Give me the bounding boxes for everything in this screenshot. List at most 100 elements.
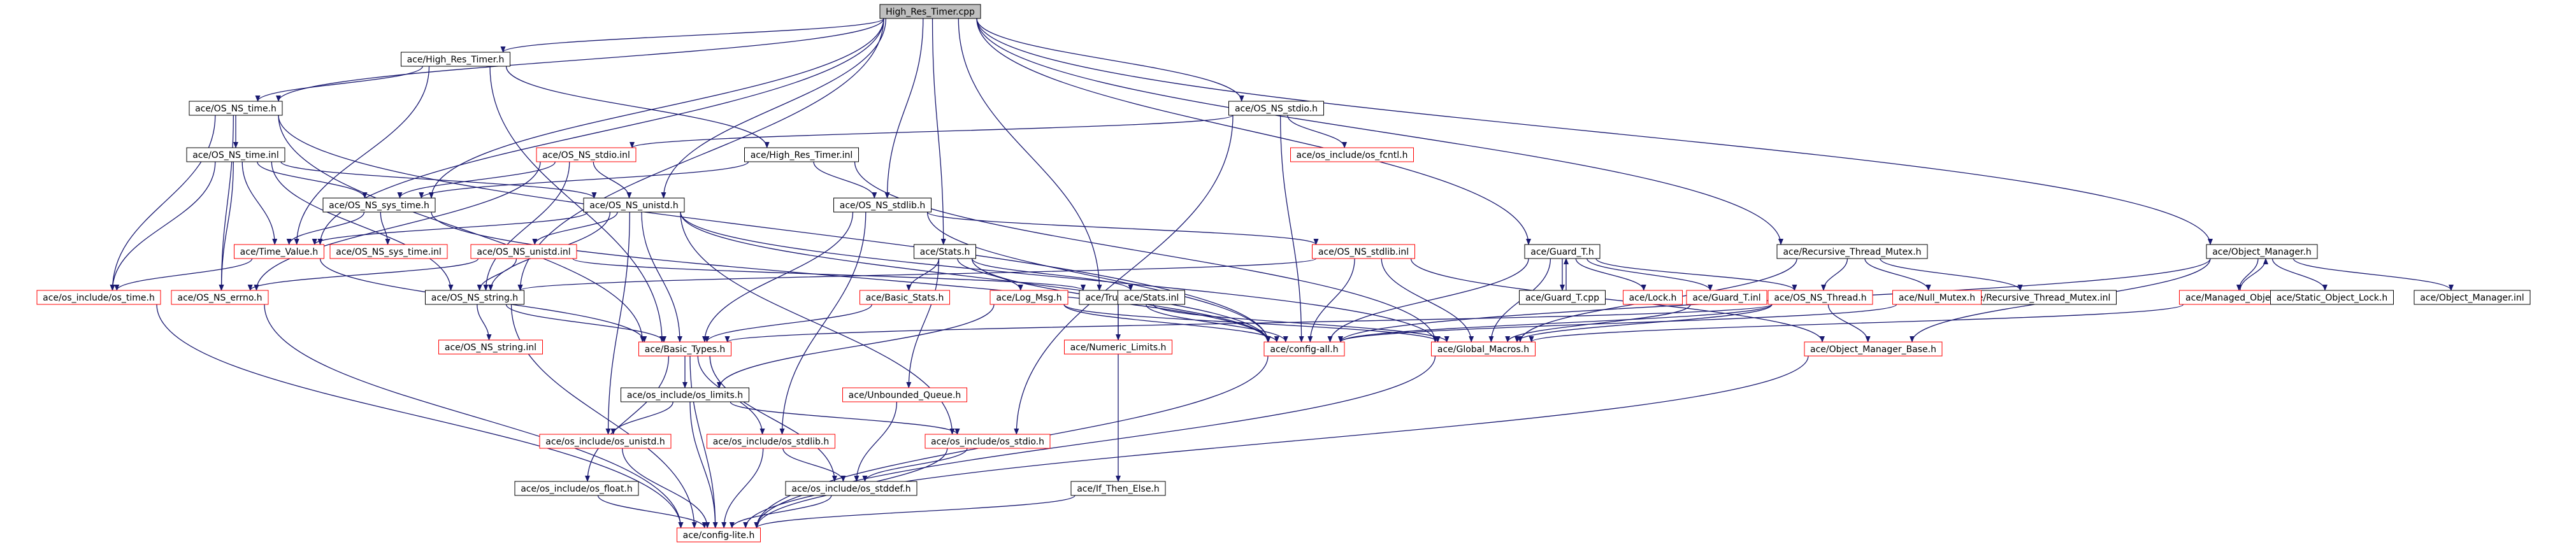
node-box[interactable] bbox=[329, 244, 448, 259]
edge-os_stdio_h-to-config_all bbox=[1279, 115, 1304, 343]
node-box[interactable] bbox=[833, 197, 932, 213]
node-log-msg[interactable]: ace/Log_Msg.h bbox=[989, 290, 1069, 305]
node-rtm-h[interactable]: ace/Recursive_Thread_Mutex.h bbox=[1776, 244, 1928, 259]
node-guard-t-cpp[interactable]: ace/Guard_T.cpp bbox=[1519, 290, 1606, 305]
node-box[interactable] bbox=[925, 434, 1051, 449]
node-box[interactable] bbox=[539, 434, 672, 449]
node-global-macros[interactable]: ace/Global_Macros.h bbox=[1431, 341, 1536, 357]
node-box[interactable] bbox=[879, 4, 981, 19]
node-sys-time-inl[interactable]: ace/OS_NS_sys_time.inl bbox=[329, 244, 448, 259]
node-box[interactable] bbox=[860, 290, 950, 305]
node-os-time-inl[interactable]: ace/OS_NS_time.inl bbox=[186, 147, 285, 162]
node-box[interactable] bbox=[1118, 290, 1185, 305]
node-box[interactable] bbox=[1892, 290, 1982, 305]
node-omb[interactable]: ace/Object_Manager_Base.h bbox=[1804, 341, 1943, 357]
node-box[interactable] bbox=[1519, 290, 1606, 305]
node-box[interactable] bbox=[1767, 290, 1873, 305]
node-basic-types[interactable]: ace/Basic_Types.h bbox=[638, 341, 731, 357]
node-box[interactable] bbox=[470, 244, 577, 259]
node-box[interactable] bbox=[621, 387, 749, 402]
node-box[interactable] bbox=[1064, 339, 1172, 355]
node-os-stdio-inl[interactable]: ace/OS_NS_stdio.inl bbox=[536, 147, 637, 162]
node-numeric-limits[interactable]: ace/Numeric_Limits.h bbox=[1064, 339, 1172, 355]
node-os-stddef[interactable]: ace/os_include/os_stddef.h bbox=[785, 481, 917, 496]
node-box[interactable] bbox=[2206, 244, 2318, 259]
node-unistd-inl[interactable]: ace/OS_NS_unistd.inl bbox=[470, 244, 577, 259]
node-box[interactable] bbox=[401, 52, 510, 67]
node-rtm-inl[interactable]: ace/Recursive_Thread_Mutex.inl bbox=[1961, 290, 2117, 305]
node-guard-t-h[interactable]: ace/Guard_T.h bbox=[1524, 244, 1601, 259]
node-hrt-inl[interactable]: ace/High_Res_Timer.inl bbox=[744, 147, 859, 162]
node-box[interactable] bbox=[842, 387, 967, 402]
node-box[interactable] bbox=[914, 244, 976, 259]
node-os-fcntl[interactable]: ace/os_include/os_fcntl.h bbox=[1290, 147, 1414, 162]
node-stats-inl[interactable]: ace/Stats.inl bbox=[1118, 290, 1185, 305]
node-null-mutex[interactable]: ace/Null_Mutex.h bbox=[1892, 290, 1982, 305]
node-box[interactable] bbox=[425, 290, 524, 305]
node-box[interactable] bbox=[322, 197, 436, 213]
node-box[interactable] bbox=[1776, 244, 1928, 259]
node-om-inl[interactable]: ace/Object_Manager.inl bbox=[2414, 290, 2531, 305]
node-os-time-inc[interactable]: ace/os_include/os_time.h bbox=[36, 290, 161, 305]
node-box[interactable] bbox=[514, 481, 639, 496]
node-box[interactable] bbox=[1623, 290, 1683, 305]
node-box[interactable] bbox=[1524, 244, 1601, 259]
node-stdlib-inl[interactable]: ace/OS_NS_stdlib.inl bbox=[1312, 244, 1415, 259]
node-box[interactable] bbox=[234, 244, 324, 259]
edge-os_stdio-to-os_stddef bbox=[862, 448, 968, 482]
node-config-lite[interactable]: ace/config-lite.h bbox=[677, 527, 761, 543]
node-sol[interactable]: ace/Static_Object_Lock.h bbox=[2270, 290, 2394, 305]
node-os-thread[interactable]: ace/OS_NS_Thread.h bbox=[1767, 290, 1873, 305]
node-stats-h[interactable]: ace/Stats.h bbox=[914, 244, 976, 259]
node-if-then-else[interactable]: ace/If_Then_Else.h bbox=[1070, 481, 1166, 496]
node-box[interactable] bbox=[36, 290, 161, 305]
node-managed-object[interactable]: ace/Managed_Object.h bbox=[2179, 290, 2294, 305]
node-box[interactable] bbox=[1263, 341, 1345, 357]
node-os-time-h[interactable]: ace/OS_NS_time.h bbox=[189, 101, 283, 116]
node-os-stdio[interactable]: ace/os_include/os_stdio.h bbox=[925, 434, 1051, 449]
node-box[interactable] bbox=[189, 101, 283, 116]
node-config-all[interactable]: ace/config-all.h bbox=[1263, 341, 1345, 357]
node-box[interactable] bbox=[989, 290, 1069, 305]
node-box[interactable] bbox=[638, 341, 731, 357]
node-box[interactable] bbox=[744, 147, 859, 162]
node-box[interactable] bbox=[536, 147, 637, 162]
node-guard-t-inl[interactable]: ace/Guard_T.inl bbox=[1686, 290, 1767, 305]
node-os-unistd[interactable]: ace/os_include/os_unistd.h bbox=[539, 434, 672, 449]
edge-cpp-to-sys_time_h bbox=[429, 18, 884, 199]
node-string-inl[interactable]: ace/OS_NS_string.inl bbox=[438, 339, 543, 355]
node-box[interactable] bbox=[2414, 290, 2531, 305]
node-os-stdlib[interactable]: ace/os_include/os_stdlib.h bbox=[707, 434, 835, 449]
node-box[interactable] bbox=[1070, 481, 1166, 496]
node-box[interactable] bbox=[677, 527, 761, 543]
node-box[interactable] bbox=[186, 147, 285, 162]
node-box[interactable] bbox=[707, 434, 835, 449]
edge-cpp-to-os_stdio_h bbox=[976, 18, 1244, 102]
node-cpp[interactable]: High_Res_Timer.cpp bbox=[879, 4, 981, 19]
node-string-h[interactable]: ace/OS_NS_string.h bbox=[425, 290, 524, 305]
node-box[interactable] bbox=[1431, 341, 1536, 357]
node-box[interactable] bbox=[1290, 147, 1414, 162]
node-basic-stats[interactable]: ace/Basic_Stats.h bbox=[860, 290, 950, 305]
node-time-value[interactable]: ace/Time_Value.h bbox=[234, 244, 324, 259]
node-box[interactable] bbox=[2270, 290, 2394, 305]
node-box[interactable] bbox=[171, 290, 269, 305]
node-unbounded-queue[interactable]: ace/Unbounded_Queue.h bbox=[842, 387, 967, 402]
node-lock-h[interactable]: ace/Lock.h bbox=[1623, 290, 1683, 305]
node-os-float[interactable]: ace/os_include/os_float.h bbox=[514, 481, 639, 496]
node-stdlib-h[interactable]: ace/OS_NS_stdlib.h bbox=[833, 197, 932, 213]
node-box[interactable] bbox=[785, 481, 917, 496]
node-unistd-h[interactable]: ace/OS_NS_unistd.h bbox=[583, 197, 685, 213]
node-box[interactable] bbox=[1804, 341, 1943, 357]
node-om-h[interactable]: ace/Object_Manager.h bbox=[2206, 244, 2318, 259]
node-sys-time-h[interactable]: ace/OS_NS_sys_time.h bbox=[322, 197, 436, 213]
node-errno[interactable]: ace/OS_NS_errno.h bbox=[171, 290, 269, 305]
node-box[interactable] bbox=[583, 197, 685, 213]
node-box[interactable] bbox=[1228, 101, 1324, 116]
node-box[interactable] bbox=[438, 339, 543, 355]
node-os-limits[interactable]: ace/os_include/os_limits.h bbox=[621, 387, 749, 402]
node-hrt-h[interactable]: ace/High_Res_Timer.h bbox=[401, 52, 510, 67]
node-box[interactable] bbox=[1686, 290, 1767, 305]
node-box[interactable] bbox=[1312, 244, 1415, 259]
node-os-stdio-h[interactable]: ace/OS_NS_stdio.h bbox=[1228, 101, 1324, 116]
